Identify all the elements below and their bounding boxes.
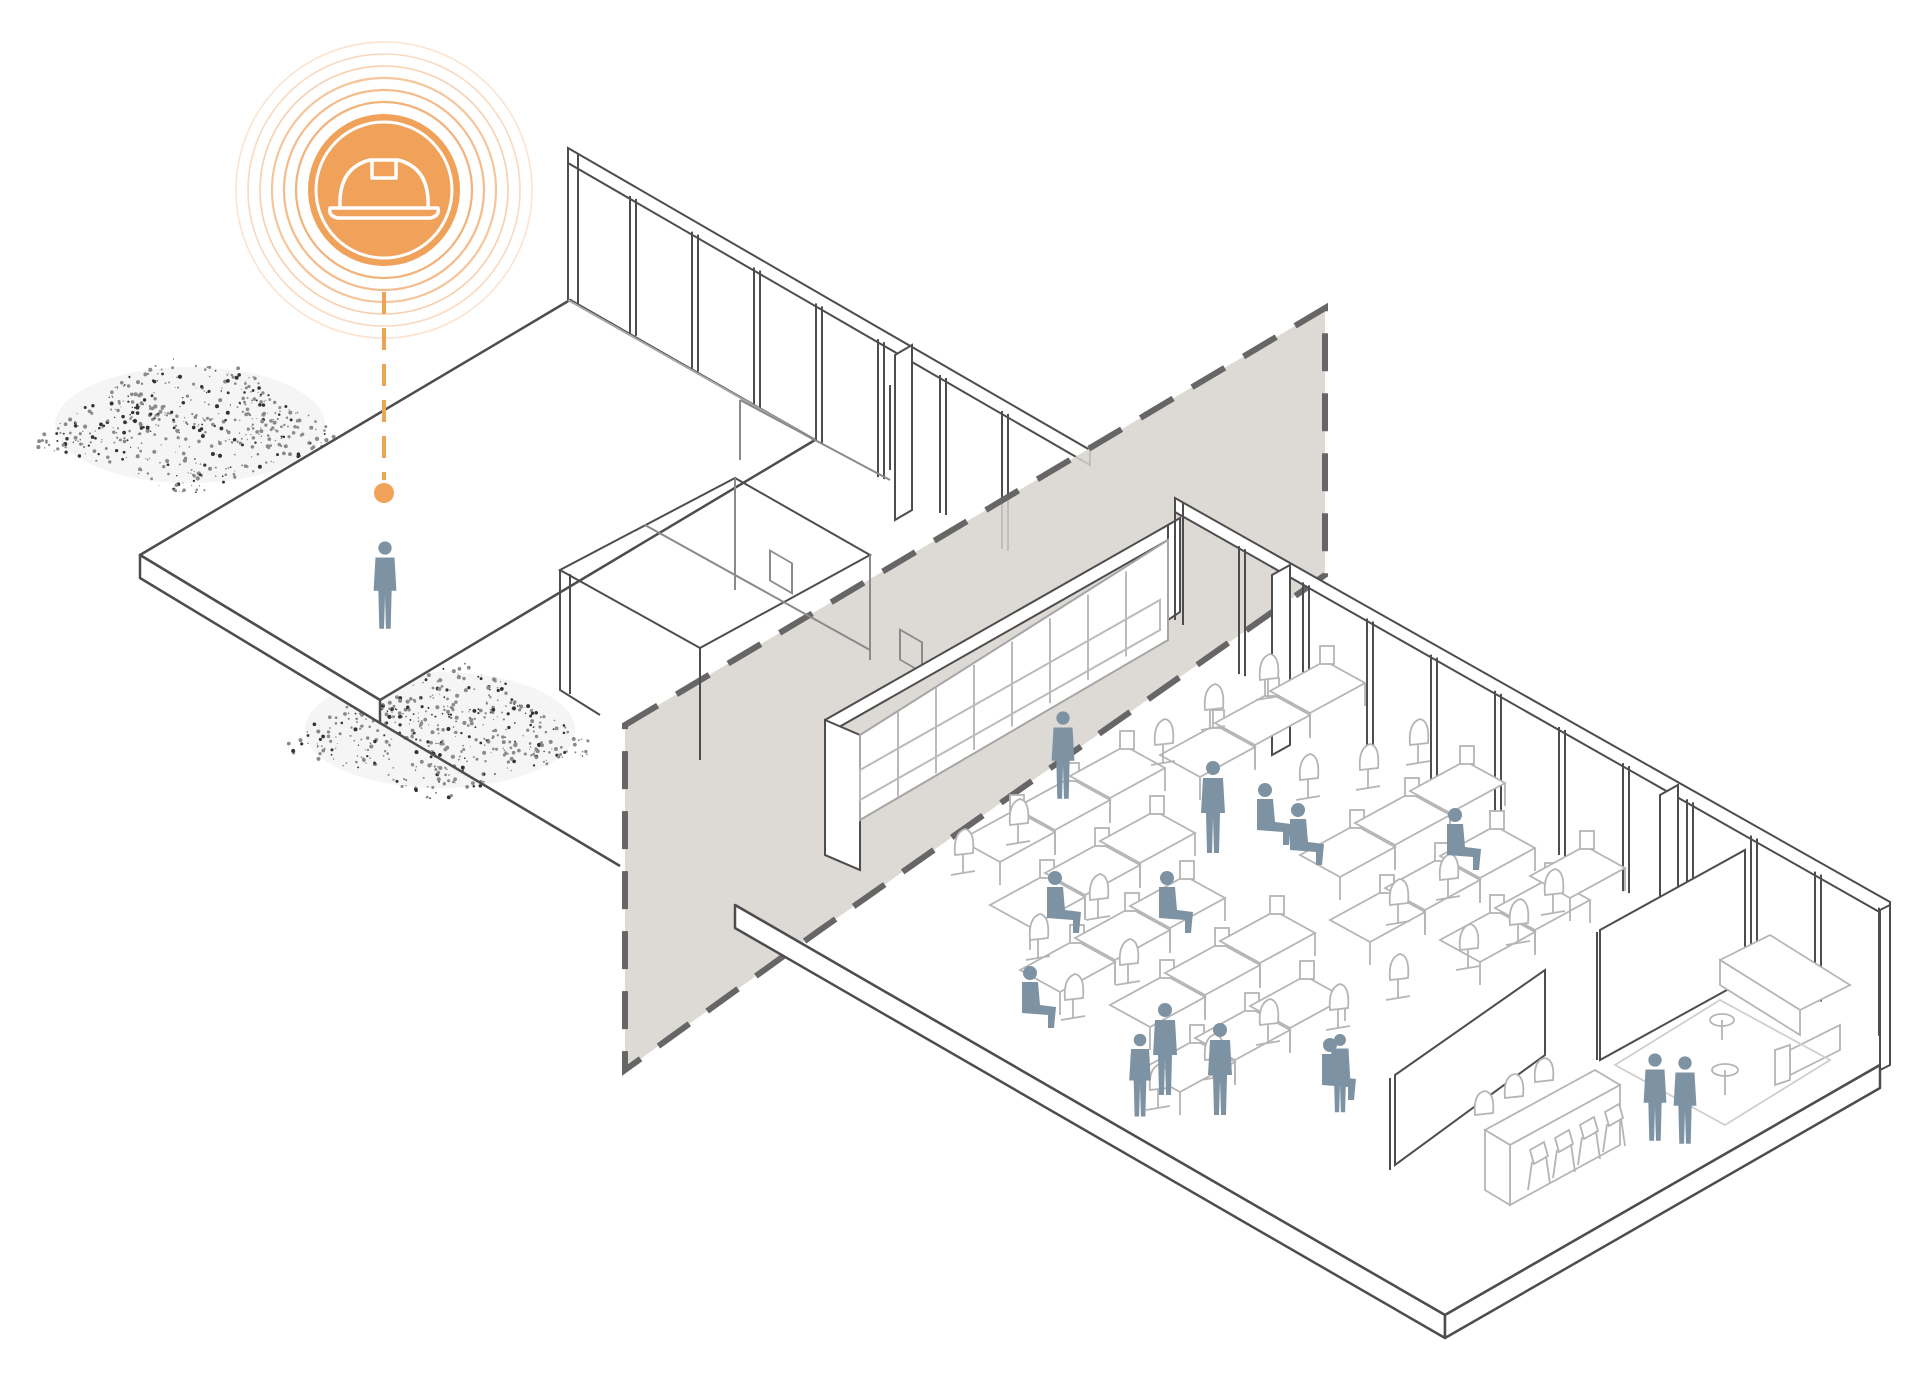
storage-cabinets: [824, 523, 1169, 872]
site-marker: [235, 41, 533, 503]
office-floor-slab: [733, 903, 1882, 1340]
cafe-bar: [1473, 1057, 1626, 1207]
meeting-rooms: [557, 343, 1181, 760]
lounge: [1613, 933, 1852, 1127]
people: [373, 541, 1697, 1144]
hard-hat-icon: [327, 158, 441, 220]
